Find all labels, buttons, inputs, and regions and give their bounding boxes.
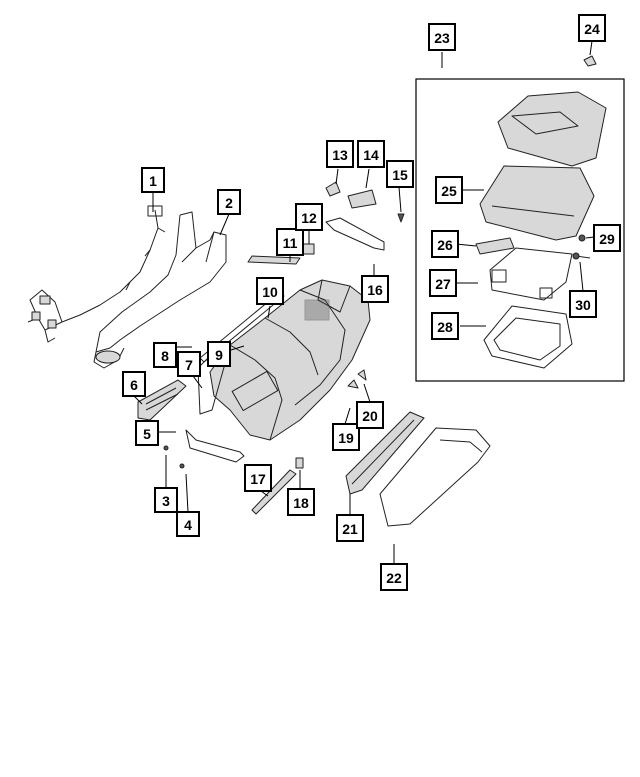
- callout-2: 2: [217, 189, 241, 215]
- svg-text:28: 28: [437, 319, 453, 335]
- callout-17: 17: [244, 464, 272, 492]
- callout-19: 19: [332, 423, 360, 451]
- callout-26: 26: [431, 230, 459, 258]
- svg-text:13: 13: [332, 147, 348, 163]
- callout-22: 22: [380, 563, 408, 591]
- screw-3: [163, 445, 169, 451]
- callout-20: 20: [356, 401, 384, 429]
- svg-text:19: 19: [338, 430, 354, 446]
- svg-text:30: 30: [575, 297, 591, 313]
- latch-13: [325, 181, 341, 197]
- svg-text:8: 8: [161, 348, 169, 364]
- svg-text:29: 29: [599, 231, 615, 247]
- svg-text:9: 9: [215, 347, 223, 363]
- latch-26: [475, 237, 515, 255]
- svg-text:17: 17: [250, 471, 266, 487]
- callout-4: 4: [176, 511, 200, 537]
- clip-18: [295, 457, 304, 469]
- callout-21: 21: [336, 514, 364, 542]
- side-trim-panel: [137, 379, 187, 421]
- armrest-inset-frame: [415, 78, 625, 382]
- svg-text:12: 12: [301, 210, 317, 226]
- mounting-rail: [325, 217, 385, 251]
- callout-9: 9: [207, 341, 231, 367]
- callout-8: 8: [153, 342, 177, 368]
- end-cap-17: [251, 469, 297, 515]
- console-body: [209, 279, 371, 441]
- clip-24: [583, 55, 597, 67]
- screw-15: [397, 213, 405, 223]
- callout-6: 6: [122, 371, 146, 397]
- svg-text:20: 20: [362, 408, 378, 424]
- svg-text:21: 21: [342, 521, 358, 537]
- callout-12: 12: [295, 203, 323, 231]
- svg-text:24: 24: [584, 21, 600, 37]
- armrest-base: [479, 165, 595, 241]
- callout-1: 1: [141, 167, 165, 193]
- fastener-29: [578, 234, 586, 242]
- callout-15: 15: [386, 160, 414, 188]
- svg-text:23: 23: [434, 30, 450, 46]
- svg-text:14: 14: [363, 147, 379, 163]
- armrest-lid: [497, 91, 607, 167]
- floor-mat-22: [379, 427, 491, 527]
- fastener-30: [572, 252, 591, 260]
- svg-text:11: 11: [283, 235, 298, 251]
- svg-text:25: 25: [441, 183, 457, 199]
- callout-29: 29: [593, 224, 621, 252]
- latch-14: [347, 189, 377, 209]
- clip-19: [347, 379, 359, 389]
- trim-panel-upper: [247, 255, 301, 265]
- tray-27: [489, 247, 573, 301]
- svg-text:2: 2: [225, 195, 233, 211]
- svg-text:10: 10: [262, 284, 278, 300]
- svg-text:27: 27: [435, 276, 451, 292]
- callout-30: 30: [569, 290, 597, 318]
- clip-20: [357, 369, 367, 381]
- wiring-harness: [27, 205, 166, 343]
- floor-air-duct: [93, 211, 227, 369]
- callout-11: 11: [276, 228, 304, 256]
- side-trim-21: [345, 411, 425, 495]
- svg-text:15: 15: [392, 167, 408, 183]
- svg-text:4: 4: [184, 517, 192, 533]
- svg-text:26: 26: [437, 237, 453, 253]
- callout-25: 25: [435, 176, 463, 204]
- svg-text:6: 6: [130, 377, 138, 393]
- svg-text:1: 1: [149, 173, 157, 189]
- callout-28: 28: [431, 312, 459, 340]
- callout-3: 3: [154, 487, 178, 513]
- callout-7: 7: [177, 351, 201, 377]
- callout-13: 13: [326, 140, 354, 168]
- svg-text:18: 18: [293, 495, 309, 511]
- callout-16: 16: [361, 275, 389, 303]
- svg-text:5: 5: [143, 426, 151, 442]
- nut-4: [179, 463, 185, 469]
- callout-27: 27: [429, 269, 457, 297]
- callout-10: 10: [256, 277, 284, 305]
- svg-text:7: 7: [185, 357, 193, 373]
- bin-28: [483, 305, 573, 369]
- callout-23: 23: [428, 23, 456, 51]
- callout-24: 24: [578, 14, 606, 42]
- lower-bracket: [185, 429, 245, 463]
- callout-14: 14: [357, 140, 385, 168]
- svg-text:3: 3: [162, 493, 170, 509]
- callout-5: 5: [135, 420, 159, 446]
- svg-text:16: 16: [367, 282, 383, 298]
- svg-text:22: 22: [386, 570, 402, 586]
- callout-18: 18: [287, 488, 315, 516]
